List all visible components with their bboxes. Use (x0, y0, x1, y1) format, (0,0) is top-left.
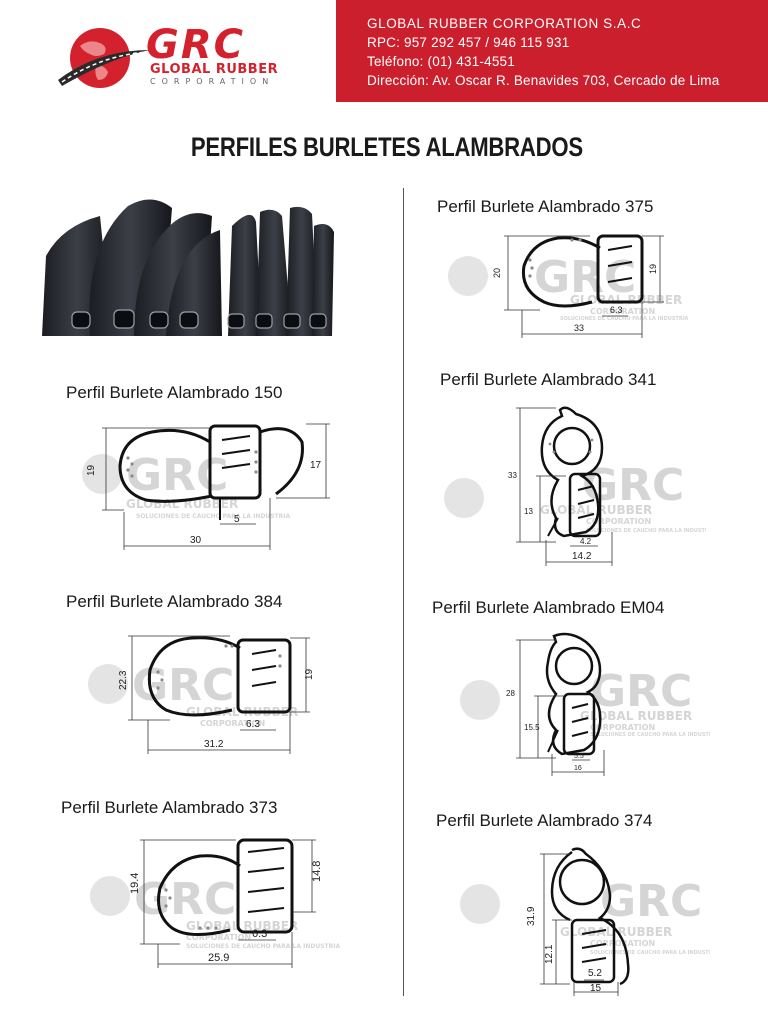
dim-label: 19 (648, 264, 658, 274)
svg-text:CORPORATION: CORPORATION (586, 517, 651, 526)
svg-text:GLOBAL RUBBER: GLOBAL RUBBER (580, 709, 692, 723)
company-logo: GRC GLOBAL RUBBER CORPORATION (0, 0, 335, 104)
dim-label: 5.2 (588, 968, 602, 979)
column-divider (403, 188, 404, 996)
svg-text:GLOBAL RUBBER: GLOBAL RUBBER (540, 503, 652, 517)
dim-label: 25.9 (208, 952, 229, 964)
dim-label: 15 (590, 983, 602, 994)
profile-diagram-374: GRC GLOBAL RUBBER CORPORATION SOLUCIONES… (460, 847, 710, 996)
svg-text:CORPORATION: CORPORATION (186, 933, 251, 942)
dim-label: 19 (86, 464, 97, 476)
profile-diagram-375: GRC GLOBAL RUBBER CORPORATION SOLUCIONES… (448, 234, 689, 338)
logo-subtitle: CORPORATION (150, 77, 275, 86)
svg-text:CORPORATION: CORPORATION (590, 723, 655, 732)
svg-text:GRC: GRC (590, 666, 692, 717)
dim-label: 33 (574, 323, 584, 333)
dim-label: 5 (234, 514, 240, 525)
dim-label: 33 (508, 471, 517, 480)
svg-text:GRC: GRC (600, 876, 702, 927)
watermark: GRC GLOBAL RUBBER CORPORATION (88, 660, 298, 728)
company-phone: Teléfono: (01) 431-4551 (367, 54, 515, 69)
watermark: GRC GLOBAL RUBBER CORPORATION SOLUCIONES… (448, 252, 689, 322)
dim-label: 20 (492, 268, 502, 278)
dim-label: 30 (190, 535, 202, 546)
dim-label: 14.8 (311, 861, 323, 882)
svg-text:GLOBAL RUBBER: GLOBAL RUBBER (186, 919, 298, 933)
page-header: GRC GLOBAL RUBBER CORPORATION GLOBAL RUB… (0, 0, 768, 104)
dim-label: 6.3 (246, 719, 260, 730)
svg-text:CORPORATION: CORPORATION (200, 719, 265, 728)
company-info-band: GLOBAL RUBBER CORPORATION S.A.C RPC: 957… (336, 0, 768, 102)
profile-label-em04: Perfil Burlete Alambrado EM04 (432, 598, 665, 617)
page-title: PERFILES BURLETES ALAMBRADOS (190, 132, 583, 162)
company-name: GLOBAL RUBBER CORPORATION S.A.C (367, 16, 642, 31)
profile-label-374: Perfil Burlete Alambrado 374 (436, 811, 653, 830)
svg-text:GRC: GRC (534, 252, 636, 303)
svg-text:SOLUCIONES DE CAUCHO PARA LA I: SOLUCIONES DE CAUCHO PARA LA INDUSTRIA (186, 943, 340, 950)
profile-label-150: Perfil Burlete Alambrado 150 (66, 383, 283, 402)
svg-text:GRC: GRC (134, 874, 236, 925)
profile-diagram-em04: GRC GLOBAL RUBBER CORPORATION SOLUCIONES… (460, 632, 710, 776)
logo-name: GLOBAL RUBBER (150, 62, 279, 77)
svg-text:SOLUCIONES DE CAUCHO PARA LA I: SOLUCIONES DE CAUCHO PARA LA INDUSTRIA (590, 950, 710, 956)
dim-label: 15.5 (524, 723, 540, 732)
svg-text:GRC: GRC (132, 660, 234, 711)
dim-label: 17 (310, 460, 322, 471)
dim-label: 28 (506, 689, 515, 698)
dim-label: 4.2 (580, 537, 592, 546)
dim-label: 31.2 (204, 739, 224, 750)
profile-label-375: Perfil Burlete Alambrado 375 (437, 197, 654, 216)
profile-diagram-373: GRC GLOBAL RUBBER CORPORATION SOLUCIONES… (90, 838, 340, 968)
dim-label: 16 (574, 765, 582, 772)
dim-label: 6.3 (610, 305, 623, 315)
profile-label-373: Perfil Burlete Alambrado 373 (61, 798, 278, 817)
watermark: GRC GLOBAL RUBBER CORPORATION SOLUCIONES… (460, 876, 710, 956)
watermark: GRC GLOBAL RUBBER CORPORATION SOLUCIONES… (460, 666, 710, 738)
dim-label: 12.1 (544, 944, 555, 964)
dim-label: 19.4 (129, 873, 141, 894)
globe-icon (58, 28, 150, 88)
company-address: Dirección: Av. Oscar R. Benavides 703, C… (367, 73, 720, 88)
dim-label: 6.3 (252, 928, 267, 940)
dim-label: 13 (524, 507, 533, 516)
svg-text:SOLUCIONES DE CAUCHO PARA LA I: SOLUCIONES DE CAUCHO PARA LA INDUSTRIA (136, 513, 290, 520)
company-rpc: RPC: 957 292 457 / 946 115 931 (367, 35, 570, 50)
svg-text:SOLUCIONES DE CAUCHO PARA LA I: SOLUCIONES DE CAUCHO PARA LA INDUSTRIA (560, 316, 689, 322)
watermark: GRC GLOBAL RUBBER CORPORATION SOLUCIONES… (444, 460, 706, 534)
dim-label: 5.5 (574, 753, 584, 760)
svg-text:CORPORATION: CORPORATION (590, 307, 655, 316)
profile-diagram-384: GRC GLOBAL RUBBER CORPORATION 22.3 19 6.… (88, 635, 315, 754)
logo-letters: GRC (146, 22, 245, 68)
product-photo (42, 186, 344, 342)
watermark: GRC GLOBAL RUBBER CORPORATION SOLUCIONES… (90, 874, 340, 950)
svg-text:GLOBAL RUBBER: GLOBAL RUBBER (570, 293, 682, 307)
profile-diagram-150: GRC GLOBAL RUBBER SOLUCIONES DE CAUCHO P… (82, 423, 330, 550)
dim-label: 22.3 (118, 670, 129, 690)
dim-label: 14.2 (572, 551, 592, 562)
dim-label: 19 (304, 668, 315, 680)
svg-text:SOLUCIONES DE CAUCHO PARA LA I: SOLUCIONES DE CAUCHO PARA LA INDUSTRIA (590, 732, 710, 738)
profile-label-341: Perfil Burlete Alambrado 341 (440, 370, 657, 389)
profile-label-384: Perfil Burlete Alambrado 384 (66, 592, 283, 611)
svg-text:GRC: GRC (126, 450, 228, 501)
dim-label: 31.9 (526, 906, 537, 926)
svg-text:SOLUCIONES DE CAUCHO PARA LA I: SOLUCIONES DE CAUCHO PARA LA INDUSTRIA (586, 528, 706, 534)
profile-diagram-341: GRC GLOBAL RUBBER CORPORATION SOLUCIONES… (444, 406, 706, 566)
